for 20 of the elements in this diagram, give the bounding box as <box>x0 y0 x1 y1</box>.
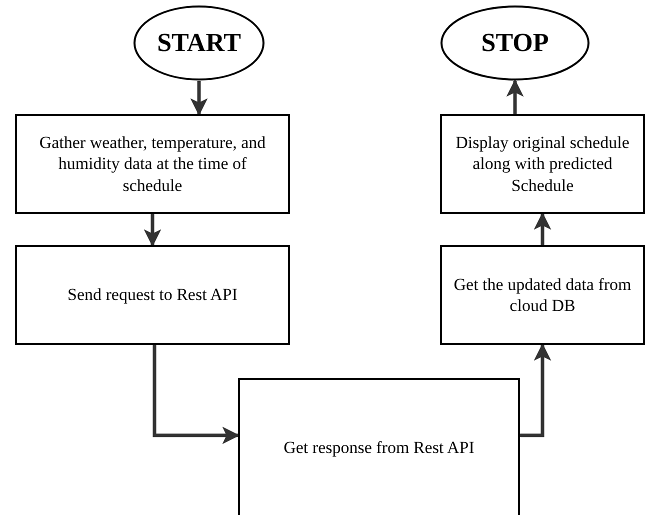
node-text: Get response from Rest API <box>284 437 474 459</box>
arrow <box>152 345 240 444</box>
arrow <box>506 79 524 114</box>
node-text: Get the updated data from cloud DB <box>452 274 632 316</box>
terminal-ellipse <box>440 5 590 81</box>
arrow <box>144 214 162 247</box>
arrow <box>190 81 208 116</box>
arrow <box>520 343 552 438</box>
process-box <box>440 114 645 214</box>
terminal-ellipse <box>133 5 265 81</box>
node-text: STOP <box>481 28 549 58</box>
process-box <box>440 245 645 345</box>
node-text: Display original schedule along with predicted Schedule <box>454 132 630 196</box>
process-box <box>15 114 290 214</box>
node-text: START <box>157 28 241 58</box>
node-text: Send request to Rest API <box>68 284 238 306</box>
process-box <box>15 245 290 345</box>
arrow <box>534 212 552 245</box>
process-box <box>238 378 520 515</box>
node-text: Gather weather, temperature, and humidity data at the time of schedule <box>38 132 267 196</box>
